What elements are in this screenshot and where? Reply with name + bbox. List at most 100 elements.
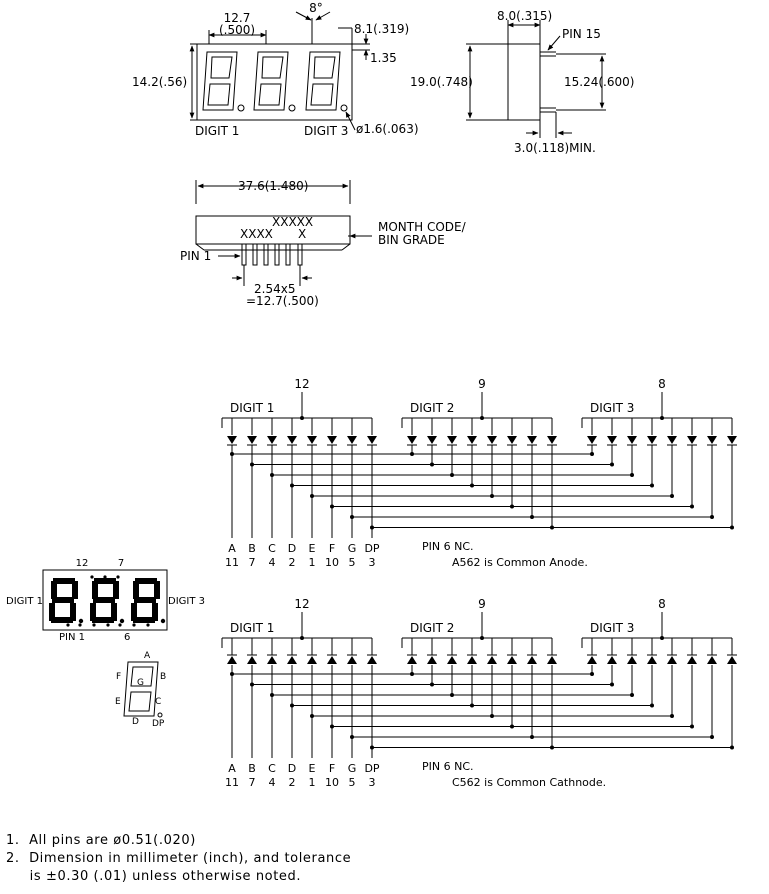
- height-label: 14.2(.56): [132, 75, 187, 89]
- segment-name-e: E: [309, 542, 316, 555]
- segment-name-g: G: [348, 542, 357, 555]
- key-outline: [123, 661, 159, 717]
- seg-key-f: F: [116, 672, 121, 682]
- seg-a: [135, 578, 157, 584]
- pin15-label: PIN 15: [562, 27, 601, 41]
- diode-g: [527, 656, 537, 664]
- diode-b: [427, 436, 437, 444]
- diode-g: [707, 656, 717, 664]
- front-digit-2-lower-hole: [258, 83, 282, 106]
- seg-f: [133, 581, 139, 599]
- diode-dp: [727, 656, 737, 664]
- segment-pin-a: 11: [225, 556, 239, 569]
- code-left-label: XXXX: [240, 227, 273, 241]
- diode-e: [307, 436, 317, 444]
- digit-label-2: DIGIT 2: [410, 621, 454, 635]
- diode-a: [407, 436, 417, 444]
- diode-g: [347, 436, 357, 444]
- tilt-angle-label: 8°: [309, 1, 323, 15]
- segment-pin-dp: 3: [369, 776, 376, 789]
- diode-b: [247, 656, 257, 664]
- seg-g: [52, 597, 74, 603]
- seg-key-d: D: [132, 717, 139, 727]
- digit-label-1: DIGIT 1: [230, 621, 274, 635]
- seg-d: [92, 617, 114, 623]
- diode-dp: [367, 656, 377, 664]
- seg-key-e: E: [115, 697, 121, 707]
- diode-e: [667, 656, 677, 664]
- segment-pin-a: 11: [225, 776, 239, 789]
- front-digit-1-lower-hole: [207, 83, 231, 106]
- front-digit1-label: DIGIT 1: [6, 596, 43, 607]
- diode-c: [627, 436, 637, 444]
- diode-e: [487, 436, 497, 444]
- row-spacing-label: 15.24(.600): [564, 75, 634, 89]
- diode-dp: [367, 436, 377, 444]
- key-lower-hole: [128, 691, 152, 712]
- digit1-dim-label: DIGIT 1: [195, 124, 239, 138]
- package-dp-3: [160, 618, 166, 624]
- segment-pin-d: 2: [289, 556, 296, 569]
- common-pin-2: 9: [478, 377, 486, 391]
- package-pin-dot: [103, 575, 107, 579]
- key-dp: [157, 712, 163, 718]
- diode-c: [627, 656, 637, 664]
- segment-name-a: A: [228, 762, 236, 775]
- digit-label-1: DIGIT 1: [230, 401, 274, 415]
- digit-pitch-inch-label: (.500): [219, 23, 255, 37]
- segment-pin-f: 10: [325, 776, 339, 789]
- front-dp-1: [237, 104, 245, 112]
- segment-pin-g: 5: [349, 556, 356, 569]
- digit-pitch-label: 12.7: [224, 11, 251, 25]
- front-pin6-label: 6: [124, 632, 130, 643]
- pin-1: [241, 243, 247, 266]
- package-digits: [49, 575, 166, 627]
- code-right-label: X: [298, 227, 306, 241]
- segment-name-e: E: [309, 762, 316, 775]
- code-top-label: XXXXX: [272, 215, 313, 229]
- segment-name-f: F: [329, 762, 335, 775]
- seg-b: [113, 581, 119, 599]
- front-digit-1-upper-hole: [210, 56, 233, 79]
- diode-e: [307, 656, 317, 664]
- diode-c: [267, 656, 277, 664]
- pin-5: [285, 243, 291, 266]
- package-dp-1: [78, 618, 84, 624]
- segment-pin-e: 1: [309, 556, 316, 569]
- front-outline-view: [189, 11, 370, 131]
- top-gap-label: 1.35: [370, 51, 397, 65]
- front-digit-2-outer: [253, 51, 289, 111]
- diode-g: [707, 436, 717, 444]
- pin-6: [297, 243, 303, 266]
- package-pin-dot: [78, 623, 82, 627]
- digit-label-3: DIGIT 3: [590, 401, 634, 415]
- bottom-view: [195, 180, 372, 286]
- segment-name-c: C: [268, 542, 276, 555]
- digit-label-3: DIGIT 3: [590, 621, 634, 635]
- front-dp-3: [340, 104, 348, 112]
- note-2: 2. Dimension in millimeter (inch), and t…: [6, 851, 352, 866]
- front-digit-2: [253, 51, 289, 111]
- front-digit3-label: DIGIT 3: [168, 596, 205, 607]
- segment-offset-label: 8.1(.319): [354, 22, 409, 36]
- common-pin-1: 12: [294, 377, 309, 391]
- package-dp-2: [119, 618, 125, 624]
- digit3-dim-label: DIGIT 3: [304, 124, 348, 138]
- segment-pin-d: 2: [289, 776, 296, 789]
- note-1: 1. All pins are ø0.51(.020): [6, 833, 196, 848]
- diode-b: [607, 436, 617, 444]
- pin-pitch-total-label: =12.7(.500): [246, 294, 319, 308]
- seg-a: [53, 578, 75, 584]
- digit-label-2: DIGIT 2: [410, 401, 454, 415]
- diode-d: [287, 436, 297, 444]
- segment-pin-c: 4: [269, 556, 276, 569]
- segment-pin-g: 5: [349, 776, 356, 789]
- package-pin-dot: [146, 623, 150, 627]
- side-view: [466, 20, 606, 138]
- pin-4: [274, 243, 280, 266]
- pin6-nc-note: PIN 6 NC.: [422, 760, 474, 773]
- diode-e: [667, 436, 677, 444]
- diode-d: [467, 656, 477, 664]
